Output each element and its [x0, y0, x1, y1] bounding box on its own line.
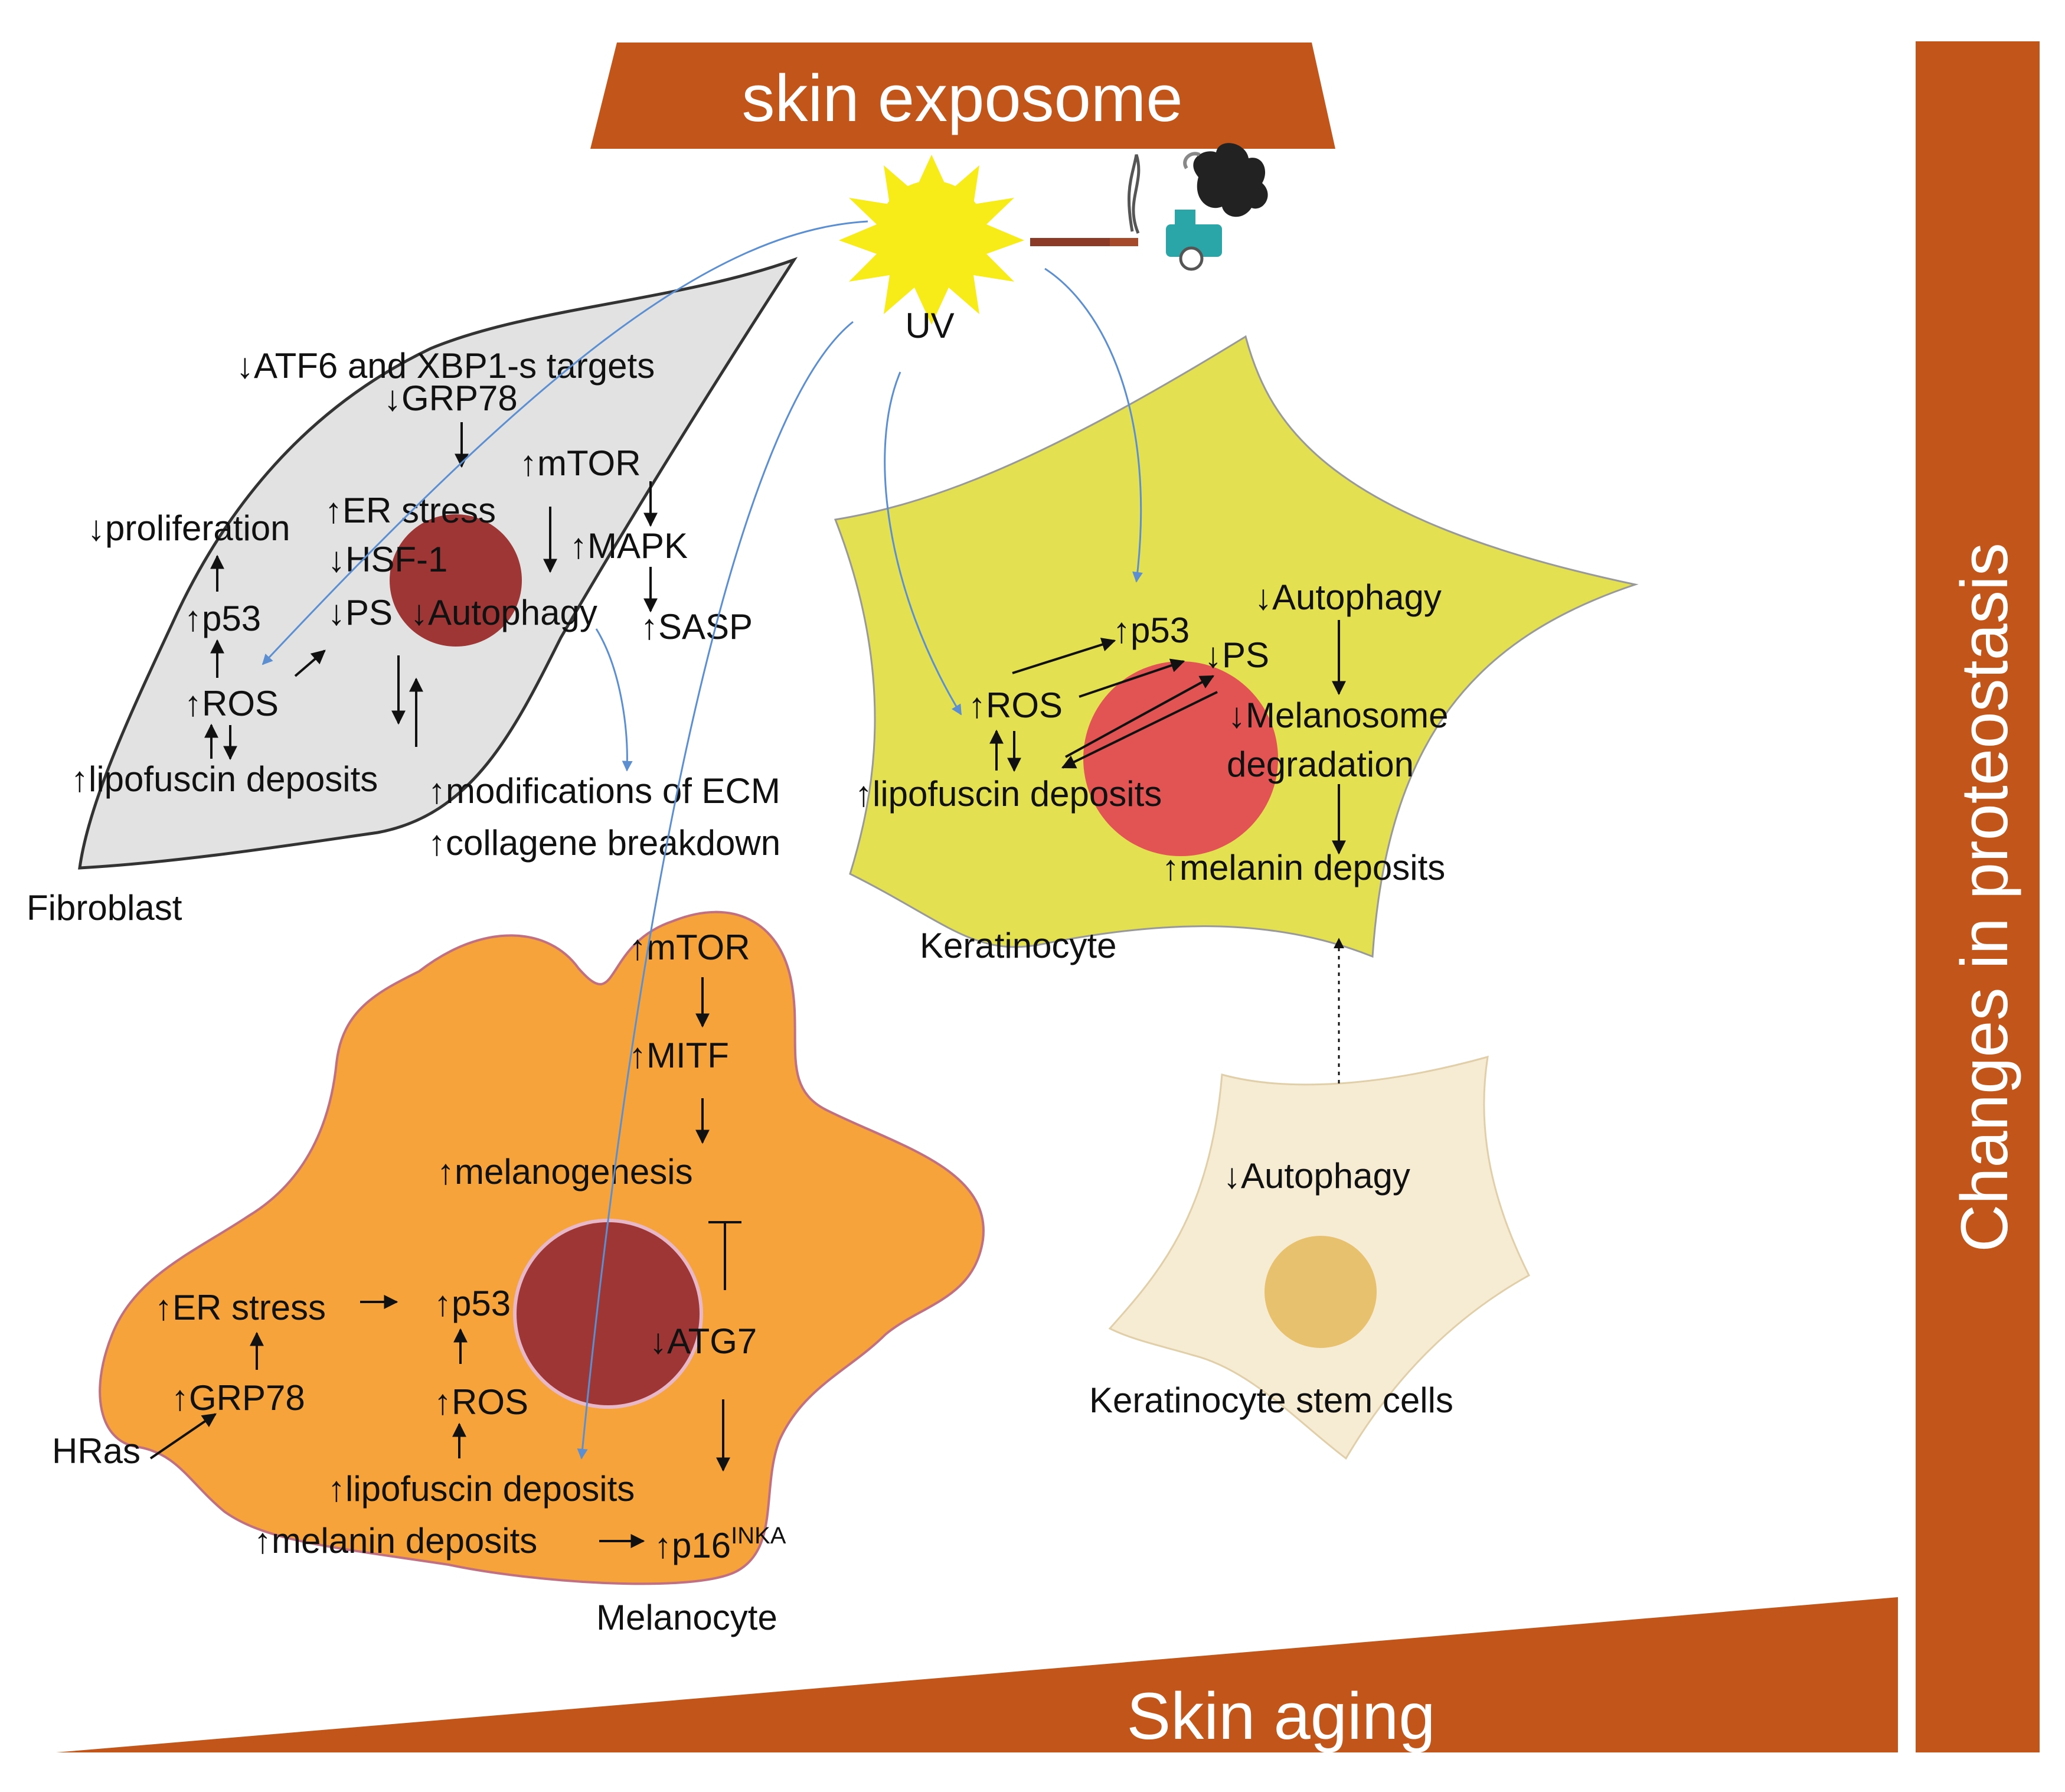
uv-arrows	[262, 220, 1143, 1460]
mela-p16-main: ↑p16	[654, 1526, 731, 1565]
bottom-wedge-banner: Skin aging	[56, 1597, 1898, 1753]
kera-melanin: ↑melanin deposits	[1162, 848, 1445, 887]
fibro-ps: ↓PS	[328, 593, 393, 632]
stem-cell-nucleus	[1265, 1236, 1377, 1348]
mela-er-stress: ↑ER stress	[155, 1288, 326, 1327]
cigarette-icon	[1030, 154, 1141, 246]
mela-p16-sup: INKA	[731, 1523, 786, 1549]
fibro-sasp: ↑SASP	[641, 607, 753, 647]
kera-degradation: degradation	[1227, 745, 1414, 784]
fibroblast-arrows	[204, 422, 658, 760]
stem-cells-name: Keratinocyte stem cells	[1089, 1380, 1453, 1420]
fibro-lipofuscin: ↑lipofuscin deposits	[71, 759, 378, 799]
stem-autophagy: ↓Autophagy	[1223, 1156, 1410, 1196]
mela-hras: HRas	[52, 1431, 141, 1471]
fibro-atf6: ↓ATF6 and XBP1-s targets	[236, 346, 655, 386]
fibro-ecm: ↑modifications of ECM	[428, 771, 780, 811]
mela-ros: ↑ROS	[434, 1382, 528, 1422]
melanocyte-name: Melanocyte	[596, 1598, 777, 1637]
kera-lipofuscin: ↑lipofuscin deposits	[855, 774, 1162, 814]
top-banner: skin exposome	[590, 43, 1335, 149]
keratinocyte-arrows	[989, 620, 1346, 855]
right-banner: Changes in proteostasis	[1916, 41, 2040, 1752]
sun-icon	[839, 155, 1024, 325]
fibro-proliferation: ↓proliferation	[87, 508, 290, 548]
mela-mtor: ↑mTOR	[629, 928, 750, 967]
melanocyte-arrows	[149, 977, 741, 1548]
mela-mitf: ↑MITF	[629, 1036, 729, 1075]
uv-label: UV	[905, 306, 954, 345]
fibro-autophagy: ↓Autophagy	[410, 593, 597, 632]
fibro-grp78: ↓GRP78	[384, 378, 518, 418]
kera-melanosome: ↓Melanosome	[1228, 696, 1449, 735]
mela-atg7: ↓ATG7	[649, 1321, 757, 1361]
kera-ps: ↓PS	[1204, 635, 1269, 675]
fibro-ros: ↑ROS	[184, 684, 279, 723]
stem-cell	[1108, 1055, 1530, 1460]
fibro-collagen: ↑collagene breakdown	[428, 823, 780, 863]
fibroblast-cell	[78, 257, 798, 870]
mela-p53: ↑p53	[434, 1284, 511, 1323]
fibro-mapk: ↑MAPK	[570, 526, 688, 566]
fibro-mtor: ↑mTOR	[519, 443, 641, 483]
fibro-er-stress: ↑ER stress	[325, 491, 496, 530]
fibroblast-name: Fibroblast	[27, 888, 182, 928]
fibro-p53: ↑p53	[184, 599, 261, 638]
mela-grp78: ↑GRP78	[171, 1378, 305, 1418]
fibroblast-nucleus	[390, 514, 522, 647]
mela-melanin: ↑melanin deposits	[254, 1521, 537, 1561]
bottom-banner-label: Skin aging	[1126, 1679, 1435, 1753]
keratinocyte-cell	[834, 335, 1639, 958]
top-banner-label: skin exposome	[741, 61, 1182, 135]
car-exhaust-icon	[1166, 210, 1222, 271]
kera-ros: ↑ROS	[968, 686, 1063, 725]
keratinocyte-name: Keratinocyte	[920, 926, 1117, 965]
mela-melanogenesis: ↑melanogenesis	[437, 1152, 693, 1192]
melanocyte-nucleus	[513, 1219, 703, 1409]
smoke-icon	[1183, 143, 1268, 217]
fibro-hsf1: ↓HSF-1	[328, 540, 447, 579]
keratinocyte-nucleus	[1083, 661, 1278, 856]
kera-autophagy: ↓Autophagy	[1254, 577, 1442, 617]
mela-p16: ↑p16INKA	[654, 1523, 786, 1565]
mela-lipofuscin: ↑lipofuscin deposits	[328, 1469, 635, 1509]
kera-p53: ↑p53	[1113, 611, 1190, 650]
right-banner-label: Changes in proteostasis	[1948, 543, 2021, 1252]
